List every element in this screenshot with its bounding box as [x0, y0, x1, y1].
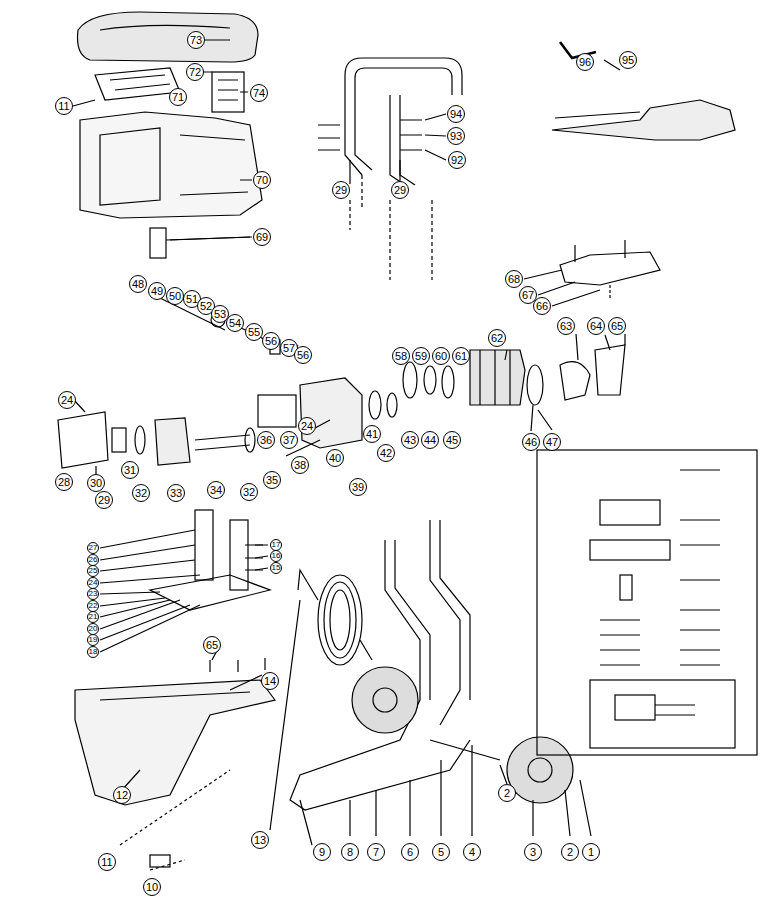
callout-number: 65: [608, 317, 626, 335]
callout-number: 44: [421, 431, 439, 449]
callout-number: 61: [452, 347, 470, 365]
callout-number: 7: [367, 843, 385, 861]
callout-number: 94: [447, 105, 465, 123]
callout-number: 26: [87, 554, 99, 566]
callout-number: 47: [543, 433, 561, 451]
callout-number: 12: [113, 786, 131, 804]
callout-number: 15: [270, 562, 282, 574]
callout-number: 69: [253, 228, 271, 246]
callout-number: 30: [87, 474, 105, 492]
callout-number: 56: [262, 332, 280, 350]
callout-number: 40: [326, 449, 344, 467]
callout-number: 95: [619, 51, 637, 69]
callout-number: 59: [412, 347, 430, 365]
callout-number: 46: [522, 433, 540, 451]
callout-number: 25: [87, 565, 99, 577]
callout-number: 38: [291, 456, 309, 474]
callout-number: 35: [263, 471, 281, 489]
callout-number: 29: [95, 491, 113, 509]
callout-number: 24: [58, 391, 76, 409]
callout-number: 48: [129, 275, 147, 293]
callout-number: 6: [401, 843, 419, 861]
callout-number: 66: [533, 297, 551, 315]
callout-number: 45: [443, 431, 461, 449]
callout-number: 36: [257, 431, 275, 449]
callout-number: 58: [392, 347, 410, 365]
callout-number: 68: [505, 270, 523, 288]
callout-number: 5: [432, 843, 450, 861]
callout-number: 24: [298, 417, 316, 435]
callout-number: 8: [341, 843, 359, 861]
callout-number: 29: [391, 181, 409, 199]
callout-number: 34: [207, 481, 225, 499]
callout-number: 9: [313, 843, 331, 861]
callout-number: 28: [55, 473, 73, 491]
callout-number: 73: [187, 31, 205, 49]
callout-number: 33: [167, 484, 185, 502]
callout-number: 20: [87, 623, 99, 635]
callout-number: 74: [250, 84, 268, 102]
callout-number: 22: [87, 600, 99, 612]
callout-number: 41: [363, 425, 381, 443]
callout-number: 49: [148, 282, 166, 300]
callout-number: 31: [121, 461, 139, 479]
callout-number: 72: [186, 63, 204, 81]
callout-number: 14: [261, 672, 279, 690]
callout-number: 27: [87, 542, 99, 554]
callout-number: 29: [332, 181, 350, 199]
callout-number: 10: [143, 878, 161, 896]
callout-number: 37: [280, 431, 298, 449]
callout-number: 32: [132, 484, 150, 502]
callout-number: 21: [87, 611, 99, 623]
callout-number: 3: [524, 843, 542, 861]
callout-number: 39: [349, 478, 367, 496]
callout-number: 55: [245, 323, 263, 341]
callout-number: 11: [98, 853, 116, 871]
callout-number: 24: [87, 577, 99, 589]
callout-number: 23: [87, 588, 99, 600]
callout-number: 64: [587, 317, 605, 335]
callout-number: 93: [447, 127, 465, 145]
callout-number: 62: [488, 329, 506, 347]
callout-number: 32: [240, 483, 258, 501]
callout-number: 1: [582, 843, 600, 861]
callout-number: 13: [251, 831, 269, 849]
callout-number: 92: [448, 151, 466, 169]
callout-number: 43: [401, 431, 419, 449]
callout-number: 60: [432, 347, 450, 365]
callout-number: 70: [253, 171, 271, 189]
callout-number: 63: [557, 317, 575, 335]
callout-number: 2: [498, 784, 516, 802]
callout-number: 2: [561, 843, 579, 861]
callout-number: 50: [166, 287, 184, 305]
callout-number: 96: [576, 53, 594, 71]
callout-number: 11: [55, 97, 73, 115]
callout-number: 42: [377, 444, 395, 462]
callout-number: 16: [270, 550, 282, 562]
callout-number: 18: [87, 646, 99, 658]
callout-number: 54: [226, 314, 244, 332]
callout-number: 65: [203, 636, 221, 654]
callout-number: 19: [87, 634, 99, 646]
callout-number: 71: [169, 88, 187, 106]
callout-number: 4: [463, 843, 481, 861]
callout-number: 56: [294, 346, 312, 364]
